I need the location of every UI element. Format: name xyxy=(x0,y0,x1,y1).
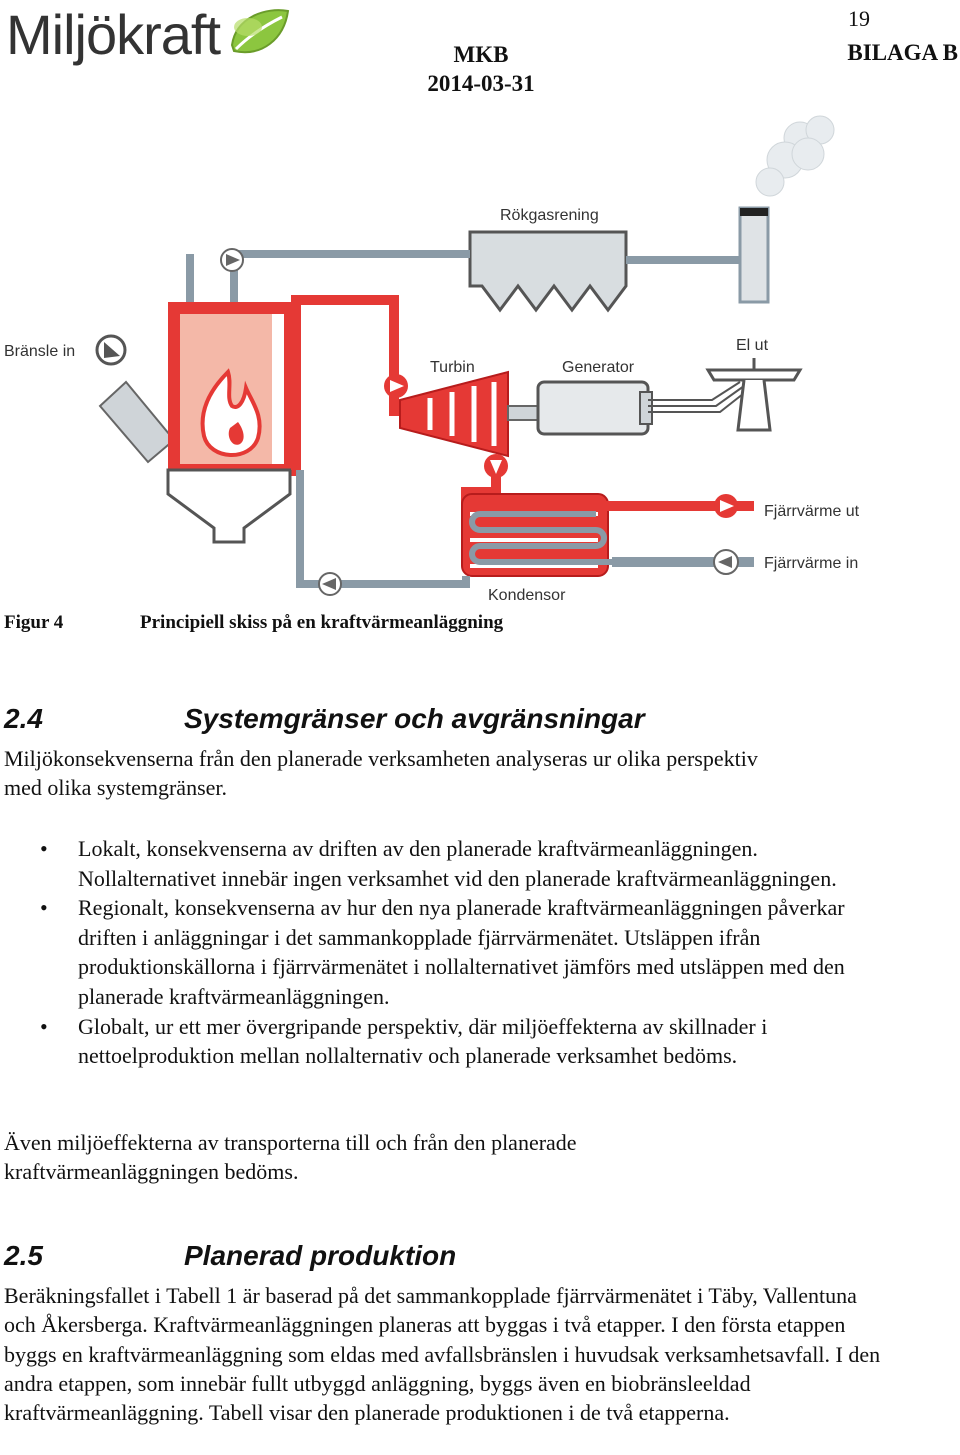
leaf-logo-icon xyxy=(231,8,290,53)
company-logo: Miljökraft xyxy=(6,2,292,67)
section-heading-2-4: 2.4 Systemgränser och avgränsningar xyxy=(4,703,645,735)
generator xyxy=(536,380,650,436)
document-date: 2014-03-31 xyxy=(427,71,535,96)
flue-gas-cleaning-unit xyxy=(468,230,628,313)
section-heading-2-5: 2.5 Planerad produktion xyxy=(4,1240,456,1272)
chp-plant-diagram: Rökgasrening Bränsle in Turbin Generator… xyxy=(4,115,860,604)
generator-label: Generator xyxy=(562,359,635,376)
section-closing: Även miljöeffekterna av transporterna ti… xyxy=(4,1130,577,1185)
section-number: 2.5 xyxy=(4,1240,43,1271)
figure-caption-label: Figur 4 xyxy=(4,612,64,633)
turbine-label: Turbin xyxy=(430,359,475,376)
heat-exchanger-coil xyxy=(469,511,612,565)
document-code: MKB xyxy=(453,42,509,67)
section-intro: Miljökonsekvenserna från den planerade v… xyxy=(4,746,758,801)
section-title: Systemgränser och avgränsningar xyxy=(184,703,645,734)
bullet-item-regional: Regionalt, konsekvenserna av hur den nya… xyxy=(0,893,880,1011)
steam-pipe xyxy=(291,295,399,470)
flue-gas-cleaning-label: Rökgasrening xyxy=(500,207,599,224)
district-heat-out-label: Fjärrvärme ut xyxy=(764,503,860,520)
section-body: Beräkningsfallet i Tabell 1 är baserad p… xyxy=(4,1283,881,1426)
figure-caption-text: Principiell skiss på en kraftvärmeanlägg… xyxy=(140,612,504,633)
bullet-item-global: Globalt, ur ett mer övergripande perspek… xyxy=(0,1012,880,1071)
chimney xyxy=(738,206,770,304)
condenser-label: Kondensor xyxy=(488,587,566,604)
smoke-cloud-icon xyxy=(755,115,835,197)
appendix-label: BILAGA B xyxy=(847,40,958,65)
document-header: MKB 2014-03-31 xyxy=(420,40,542,98)
bullet-list: Lokalt, konsekvenserna av driften av den… xyxy=(0,834,900,1071)
fuel-in-label: Bränsle in xyxy=(4,343,75,360)
page-number: 19 xyxy=(848,6,870,31)
section-title: Planerad produktion xyxy=(184,1240,457,1271)
bullet-item-local: Lokalt, konsekvenserna av driften av den… xyxy=(0,834,900,893)
power-pylon-icon xyxy=(705,358,803,432)
section-number: 2.4 xyxy=(4,703,43,734)
logo-text: Miljökraft xyxy=(6,3,221,66)
return-pipe xyxy=(296,470,470,588)
power-out-label: El ut xyxy=(736,337,769,354)
fuel-hopper xyxy=(98,380,176,464)
flame-icon xyxy=(200,368,262,457)
district-heat-in-label: Fjärrvärme in xyxy=(764,555,858,572)
power-lines xyxy=(648,381,749,413)
ash-hopper xyxy=(166,468,292,544)
